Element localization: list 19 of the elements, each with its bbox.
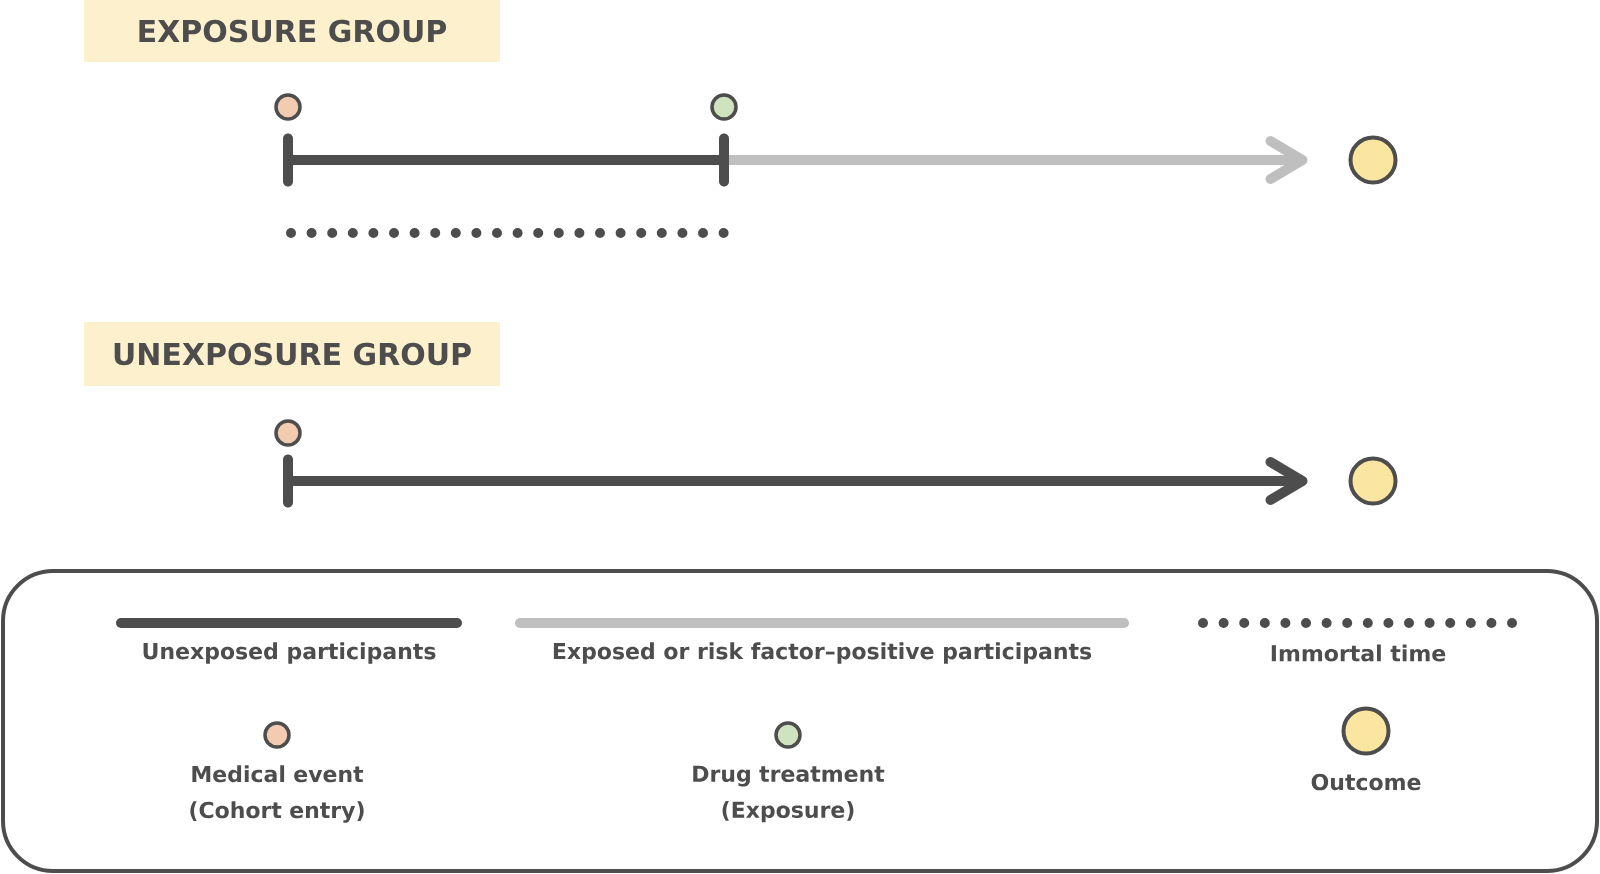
event-dot	[274, 93, 302, 121]
timeline-arrow	[729, 136, 1308, 184]
tick-mark	[719, 133, 729, 187]
legend-label: Unexposed participants	[143, 642, 436, 664]
legend-label: Medical event (Cohort entry)	[190, 765, 364, 823]
tick-mark	[283, 454, 293, 508]
event-dot	[274, 419, 302, 447]
outcome-circle	[1348, 135, 1398, 185]
outcome-circle	[1348, 456, 1398, 506]
timeline-arrow	[293, 457, 1308, 505]
group-title-band: EXPOSURE GROUP	[84, 0, 500, 62]
legend-label: Drug treatment (Exposure)	[693, 765, 885, 823]
legend-label: Immortal time	[1271, 644, 1446, 662]
tick-mark	[283, 133, 293, 187]
legend-label: Exposed or risk factor–positive participants	[553, 642, 1092, 664]
event-dot	[710, 93, 738, 121]
legend-label: Outcome	[1311, 773, 1421, 791]
timeline-line	[293, 155, 719, 165]
group-title-band: UNEXPOSURE GROUP	[84, 322, 500, 386]
